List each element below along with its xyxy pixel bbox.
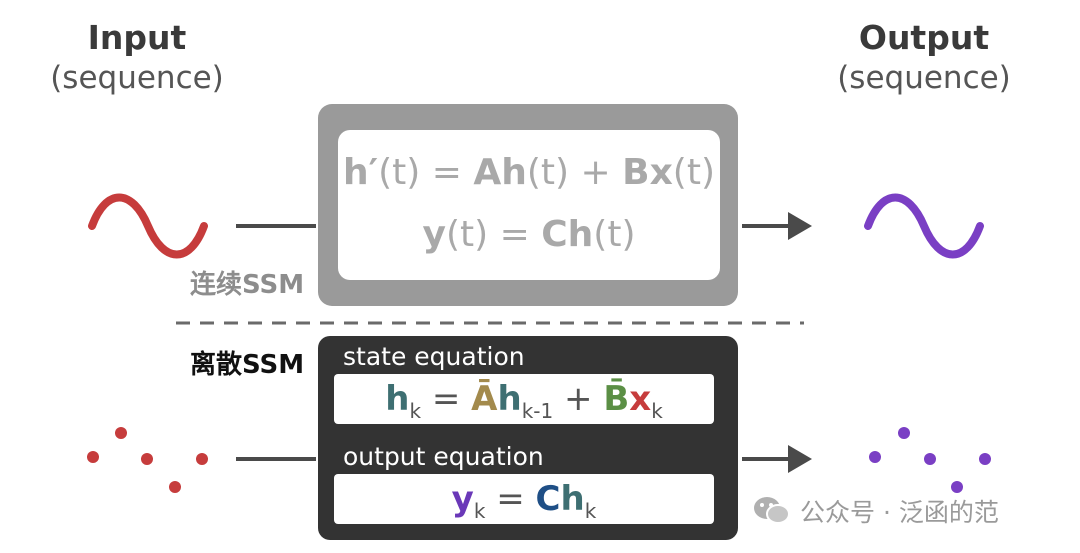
watermark-text: 公众号 · 泛函的范	[800, 498, 999, 527]
output-wave-icon	[864, 193, 984, 259]
discrete-arrow-icon	[788, 445, 812, 473]
input-dot	[87, 451, 99, 463]
output-dot	[898, 427, 910, 439]
output-subtitle: (sequence)	[837, 60, 1011, 96]
output-dot	[924, 453, 936, 465]
output-title: Output	[858, 18, 990, 57]
output-dot	[869, 451, 881, 463]
output-equation-box: yk = Chk	[334, 474, 714, 524]
input-wave-icon	[88, 193, 208, 259]
input-title: Input	[87, 18, 187, 57]
state-equation-label: state equation	[343, 342, 525, 371]
continuous-output-equation: y(t) = Ch(t)	[422, 214, 636, 255]
input-dot	[169, 481, 181, 493]
output-equation-label: output equation	[343, 442, 544, 471]
output-equation: yk = Chk	[451, 479, 597, 523]
output-dot	[951, 481, 963, 493]
wechat-icon	[754, 497, 790, 524]
state-equation-box: hk = Āhk-1 + B̄xk	[334, 374, 714, 424]
output-dot	[979, 453, 991, 465]
continuous-state-equation: h′(t) = Ah(t) + Bx(t)	[342, 152, 716, 193]
input-dot	[115, 427, 127, 439]
input-subtitle: (sequence)	[50, 60, 224, 96]
discrete-ssm-label: 离散SSM	[190, 350, 305, 380]
state-equation: hk = Āhk-1 + B̄xk	[385, 379, 663, 423]
continuous-arrow-icon	[788, 212, 812, 240]
continuous-ssm-label: 连续SSM	[190, 270, 305, 300]
continuous-equations-panel: h′(t) = Ah(t) + Bx(t) y(t) = Ch(t)	[338, 130, 720, 280]
input-dot	[141, 453, 153, 465]
input-dot	[196, 453, 208, 465]
